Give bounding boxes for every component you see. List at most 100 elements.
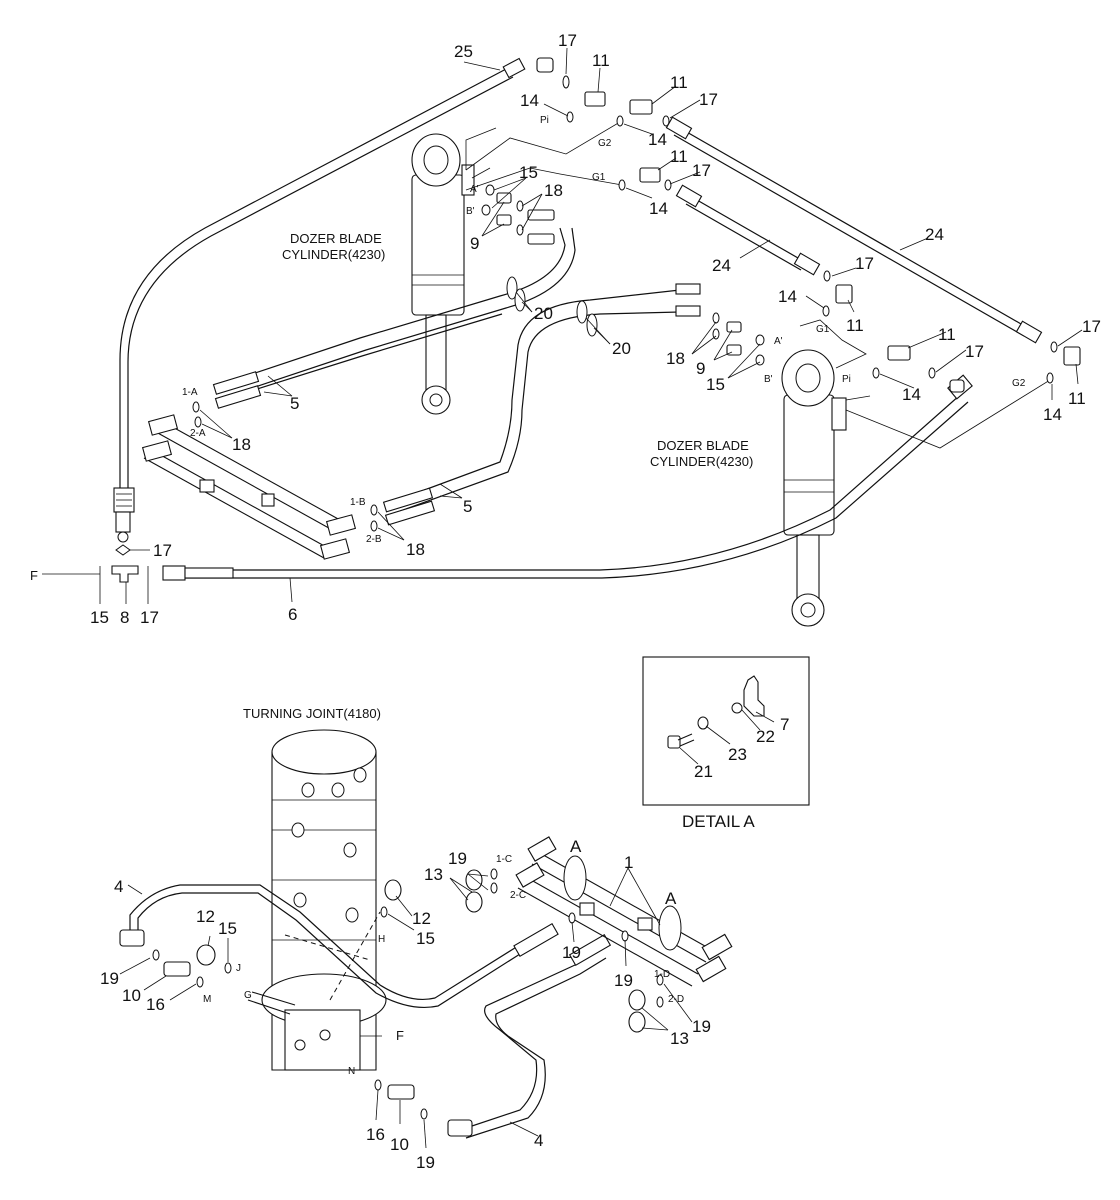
callout-17-top-a: 17 xyxy=(558,31,577,50)
clamps-20 xyxy=(506,276,598,337)
callout-7-detail: 7 xyxy=(780,715,789,734)
port-label-2c: 2-C xyxy=(510,890,526,901)
right-cylinder-caption-line2: CYLINDER(4230) xyxy=(650,454,753,469)
hose-4-left xyxy=(119,884,559,1009)
fittings-upper xyxy=(192,91,1081,532)
callout-9-top: 9 xyxy=(470,234,479,253)
hose-6 xyxy=(162,374,973,581)
port-label-2a: 2-A xyxy=(190,428,206,439)
detail-a-box xyxy=(642,656,810,806)
detail-marker-a-2: A xyxy=(665,889,677,908)
callout-5-right: 5 xyxy=(463,497,472,516)
blade-pipe-assembly xyxy=(141,414,357,560)
right-cylinder-caption-line1: DOZER BLADE xyxy=(657,438,749,453)
port-letter-f-left: F xyxy=(30,568,38,583)
port-label-g: G xyxy=(244,990,252,1001)
left-cylinder-caption-line1: DOZER BLADE xyxy=(290,231,382,246)
hose-g-line xyxy=(247,991,296,1015)
callout-8-tee: 8 xyxy=(120,608,129,627)
callout-16-left: 16 xyxy=(146,995,165,1014)
callout-18-top: 18 xyxy=(544,181,563,200)
port-label-a-prime-top: A' xyxy=(470,184,479,195)
callout-20-left: 20 xyxy=(534,304,553,323)
callout-24-mid: 24 xyxy=(712,256,731,275)
detail-marker-a-1: A xyxy=(570,837,582,856)
hose-25 xyxy=(113,57,526,543)
port-label-a-prime-right: A' xyxy=(774,336,783,347)
port-label-m: M xyxy=(203,994,211,1005)
callout-14-mid: 14 xyxy=(778,287,797,306)
callout-19-lower-right: 19 xyxy=(692,1017,711,1036)
pipe-assembly-1 xyxy=(515,836,733,987)
left-cylinder-caption-line2: CYLINDER(4230) xyxy=(282,247,385,262)
port-label-g1-top: G1 xyxy=(592,172,606,183)
callout-20-right: 20 xyxy=(612,339,631,358)
callout-10-left: 10 xyxy=(122,986,141,1005)
callout-11-top-a: 11 xyxy=(592,51,610,70)
part-callouts: 25 17 11 14 11 17 14 15 11 17 18 14 9 24… xyxy=(90,31,1101,1172)
callout-17-top-c: 17 xyxy=(692,161,711,180)
callout-11-right-b: 11 xyxy=(1068,389,1086,408)
callout-11-top-c: 11 xyxy=(670,147,688,166)
callout-17-top-b: 17 xyxy=(699,90,718,109)
callout-24-right: 24 xyxy=(925,225,944,244)
callout-13-bottom: 13 xyxy=(670,1029,689,1048)
port-label-2b: 2-B xyxy=(366,534,382,545)
right-dozer-blade-cylinder xyxy=(781,349,847,627)
turning-joint xyxy=(261,729,387,1071)
fittings-lower xyxy=(152,868,664,1120)
callout-18-mid: 18 xyxy=(666,349,685,368)
port-label-h: H xyxy=(378,934,385,945)
callout-17-mid: 17 xyxy=(855,254,874,273)
callout-15-mid: 15 xyxy=(706,375,725,394)
callout-21-detail: 21 xyxy=(694,762,713,781)
port-label-1b: 1-B xyxy=(350,497,366,508)
callout-9-mid: 9 xyxy=(696,359,705,378)
callout-11-top-b: 11 xyxy=(670,73,688,92)
callout-19-pipe-top: 19 xyxy=(448,849,467,868)
callout-12-right: 12 xyxy=(412,909,431,928)
port-label-pi-top: Pi xyxy=(540,115,549,126)
callout-22-detail: 22 xyxy=(756,727,775,746)
callout-4-bottom: 4 xyxy=(534,1131,543,1150)
callout-1-pipe: 1 xyxy=(624,853,633,872)
callout-4-left: 4 xyxy=(114,877,123,896)
hose-4-right xyxy=(447,934,612,1139)
left-dozer-blade-cylinder xyxy=(411,133,475,415)
port-label-b-prime-right: B' xyxy=(764,374,773,385)
callout-18-left: 18 xyxy=(232,435,251,454)
callout-14-right-b: 14 xyxy=(1043,405,1062,424)
port-letter-f-joint: F xyxy=(396,1028,404,1043)
callout-17-tee-top: 17 xyxy=(153,541,172,560)
hose-pair-5-right xyxy=(382,283,701,526)
port-label-n: N xyxy=(348,1066,355,1077)
callout-18-lower: 18 xyxy=(406,540,425,559)
callout-leaders xyxy=(119,47,1083,1149)
callout-19-left: 19 xyxy=(100,969,119,988)
port-label-j: J xyxy=(236,963,241,974)
callout-19-bottom: 19 xyxy=(416,1153,435,1172)
callout-15-left: 15 xyxy=(218,919,237,938)
callout-14-top-c: 14 xyxy=(649,199,668,218)
callout-19-right: 19 xyxy=(614,971,633,990)
port-label-g1-right: G1 xyxy=(816,324,830,335)
callout-13-top: 13 xyxy=(424,865,443,884)
hose-24-short xyxy=(675,184,821,276)
port-label-b-prime-top: B' xyxy=(466,206,475,217)
turning-joint-caption: TURNING JOINT(4180) xyxy=(243,706,381,721)
tee-fitting-8 xyxy=(42,544,149,604)
callout-6-hose: 6 xyxy=(288,605,297,624)
port-label-pi-right: Pi xyxy=(842,374,851,385)
port-label-g2-top: G2 xyxy=(598,138,612,149)
port-label-1d: 1-D xyxy=(654,969,670,980)
callout-11-mid: 11 xyxy=(846,316,864,335)
callout-17-right-b: 17 xyxy=(1082,317,1101,336)
callout-15-tee: 15 xyxy=(90,608,109,627)
port-label-2d: 2-D xyxy=(668,994,684,1005)
detail-a-caption: DETAIL A xyxy=(682,812,755,831)
fitting-top-17-25 xyxy=(536,57,570,89)
callout-14-top-b: 14 xyxy=(648,130,667,149)
callout-14-top-a: 14 xyxy=(520,91,539,110)
callout-25-top: 25 xyxy=(454,42,473,61)
